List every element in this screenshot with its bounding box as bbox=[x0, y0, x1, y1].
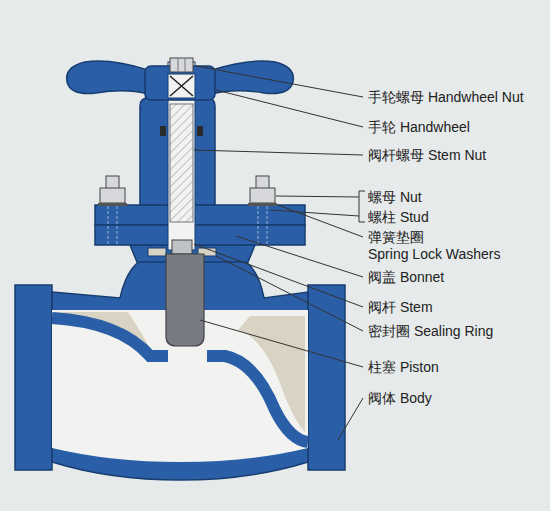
leader-line bbox=[338, 398, 363, 440]
leader-line bbox=[276, 196, 359, 197]
body-wall bbox=[52, 318, 168, 356]
nut-facet bbox=[178, 58, 185, 72]
leader-line bbox=[200, 320, 363, 367]
part-label: 螺母 Nut bbox=[368, 188, 422, 206]
part-label: 阀盖 Bonnet bbox=[368, 268, 444, 286]
stem-square-mark bbox=[170, 76, 193, 96]
stud-hidden bbox=[108, 206, 267, 245]
leader-line bbox=[196, 66, 363, 97]
handwheel-nut bbox=[170, 58, 193, 72]
leader-line bbox=[216, 90, 363, 127]
part-label: 阀杆 Stem bbox=[368, 298, 433, 316]
stem-nut-key bbox=[197, 126, 203, 136]
leader-line bbox=[278, 205, 363, 237]
bonnet-flange bbox=[95, 205, 305, 225]
part-label: 手轮 Handwheel bbox=[368, 118, 470, 136]
handwheel bbox=[67, 61, 148, 94]
body-flange bbox=[95, 225, 305, 245]
part-label: 手轮螺母 Handwheel Nut bbox=[368, 88, 524, 106]
spring-washer bbox=[248, 203, 277, 206]
leader-line bbox=[194, 150, 363, 155]
body-wall bbox=[207, 356, 308, 442]
nut bbox=[250, 188, 275, 203]
leader-line bbox=[194, 244, 363, 307]
stem bbox=[168, 62, 195, 250]
stem-square bbox=[168, 74, 195, 98]
stem-coupling bbox=[172, 240, 192, 254]
leader-line bbox=[270, 210, 359, 216]
leader-lines bbox=[194, 66, 365, 440]
piston bbox=[166, 254, 204, 346]
left-flange bbox=[15, 285, 52, 470]
part-label: 螺柱 Stud bbox=[368, 208, 429, 226]
part-label: 柱塞 Piston bbox=[368, 358, 439, 376]
part-label: 弹簧垫圈 bbox=[368, 228, 424, 246]
leader-line bbox=[236, 236, 363, 277]
handwheel bbox=[212, 61, 293, 94]
stem-nut bbox=[170, 104, 193, 222]
bracket bbox=[359, 191, 365, 222]
nut bbox=[100, 188, 125, 203]
stem-nut-key bbox=[160, 126, 166, 136]
leader-line bbox=[216, 256, 363, 331]
part-label: 密封圈 Sealing Ring bbox=[368, 322, 493, 340]
part-label: Spring Lock Washers bbox=[368, 245, 501, 263]
sealing-ring bbox=[148, 248, 166, 256]
spring-washer bbox=[98, 203, 127, 206]
part-label: 阀体 Body bbox=[368, 389, 432, 407]
part-label: 阀杆螺母 Stem Nut bbox=[368, 146, 486, 164]
